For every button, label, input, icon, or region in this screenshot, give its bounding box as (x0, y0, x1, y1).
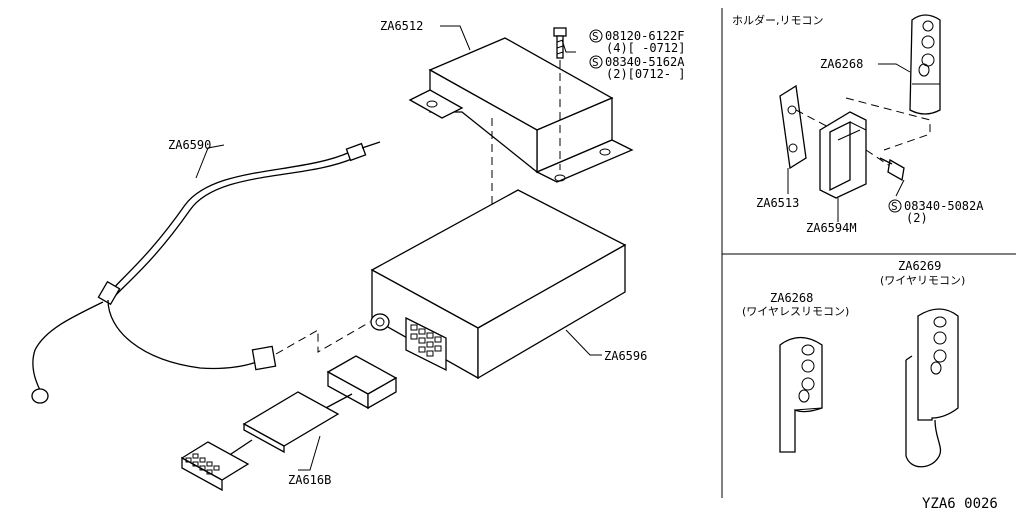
leader-za616b (298, 435, 321, 471)
diagram-code: YZA6 0026 (922, 496, 998, 512)
dash-plate-holder (795, 109, 835, 131)
label-za6269: ZA6269 (898, 259, 941, 273)
harness-za616b (180, 355, 398, 492)
label-za6596: ZA6596 (604, 349, 647, 363)
bolt3-code: 08340-5082A (904, 199, 984, 213)
holder-za6594m (819, 111, 867, 199)
label-za6268-top: ZA6268 (820, 57, 863, 71)
remote-wireless-za6268 (779, 336, 823, 453)
leader-za6268-top (878, 63, 911, 73)
control-unit-za6596 (370, 189, 627, 380)
bolt1-code: 08120-6122F (605, 29, 684, 43)
dash-cable-unit (275, 321, 371, 355)
s-mark-1-text: S (592, 30, 599, 43)
label-za6513: ZA6513 (756, 196, 799, 210)
antenna-cable-za6590 (31, 141, 381, 404)
label-za6512: ZA6512 (380, 19, 423, 33)
s-mark-2 (589, 55, 603, 69)
bolt-top (553, 27, 567, 59)
bolt-holder (865, 149, 905, 182)
s-mark-3-text: S (891, 200, 898, 213)
bolt3-qty: (2) (906, 211, 928, 225)
bolt1-qty: (4)[ -0712] (606, 41, 685, 55)
leader-za6590 (195, 144, 225, 179)
s-mark-3 (888, 199, 902, 213)
dash-remote-holder (845, 97, 931, 151)
remote-top-za6268 (909, 14, 941, 115)
s-mark-2-text: S (592, 56, 599, 69)
bolt2-code: 08340-5162A (605, 55, 685, 69)
leader-za6596 (565, 329, 602, 356)
label-za6590: ZA6590 (168, 138, 211, 152)
bolt2-qty: (2)[0712- ] (606, 67, 685, 81)
bracket-za6512 (408, 37, 634, 183)
leader-bolt-top (561, 39, 576, 53)
s-mark-1 (589, 29, 603, 43)
leader-za6512 (440, 25, 471, 51)
label-za616b: ZA616B (288, 473, 331, 487)
label-za6268-bottom: ZA6268 (770, 291, 813, 305)
label-za6594m: ZA6594M (806, 221, 857, 235)
holder-title: ホルダー,リモコン (732, 13, 824, 27)
remote-wired-za6269 (905, 308, 959, 468)
wireless-sub: (ワイヤレスリモコン) (742, 305, 849, 318)
wired-sub: (ワイヤリモコン) (880, 274, 965, 287)
plate-za6513 (779, 84, 807, 170)
leader-bolt3 (895, 179, 905, 197)
